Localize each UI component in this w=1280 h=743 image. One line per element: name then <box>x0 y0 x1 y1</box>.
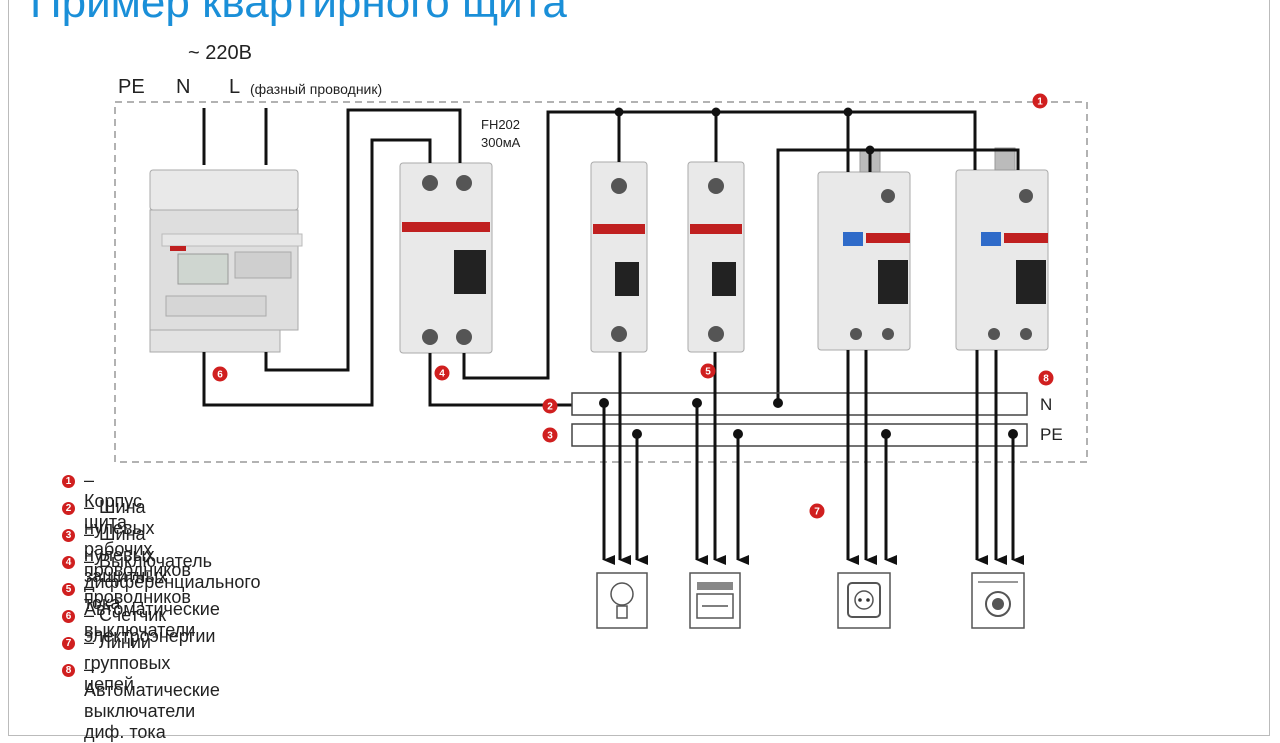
marker-1-icon: 1 <box>1032 93 1048 109</box>
l-input-label: L <box>229 76 241 98</box>
voltage-label: ~ 220В <box>188 42 252 64</box>
legend-text: – Корпус щита <box>84 470 143 532</box>
legend-text: – Шина нулевых защитных проводников <box>84 524 191 607</box>
rcbo-device-1 <box>817 149 911 351</box>
svg-text:4: 4 <box>439 369 445 380</box>
svg-text:5: 5 <box>705 367 711 378</box>
svg-text:8: 8 <box>1043 374 1049 385</box>
legend-marker: 4 <box>62 556 75 569</box>
legend-marker: 1 <box>62 475 75 488</box>
legend-marker: 3 <box>62 529 75 542</box>
wiring-diagram: 1 2 3 4 5 6 7 8 <box>114 93 1088 629</box>
legend-text: – Линии групповых цепей <box>84 632 171 694</box>
legend-text: – Шина нулевых рабочих проводников <box>84 497 191 580</box>
incoming-wires <box>202 108 268 165</box>
svg-text:1: 1 <box>1037 97 1043 108</box>
marker-4-icon: 4 <box>434 365 450 381</box>
rcd-rating-label: 300мА <box>481 135 521 150</box>
marker-7-icon: 7 <box>809 503 825 519</box>
rcbo-device-2 <box>955 147 1049 351</box>
marker-8-icon: 8 <box>1038 370 1054 386</box>
svg-text:3: 3 <box>547 431 553 442</box>
legend-marker: 7 <box>62 637 75 650</box>
bus-junctions <box>599 107 1018 439</box>
legend-text: – Автоматические выключатели <box>84 578 220 640</box>
legend-marker: 5 <box>62 583 75 596</box>
panel-enclosure <box>114 101 1088 463</box>
lamp-load-icon <box>596 572 648 629</box>
legend-text: – Счетчик электроэнергии <box>84 605 216 646</box>
legend-marker: 8 <box>62 664 75 677</box>
svg-text:6: 6 <box>217 370 223 381</box>
outgoing-lines <box>602 350 1024 565</box>
rcd-model-label: FH202 <box>481 117 521 132</box>
rcd-device <box>399 162 493 354</box>
circuit-breaker-1 <box>590 161 648 353</box>
marker-6-icon: 6 <box>212 366 228 382</box>
socket-load-icon <box>837 572 891 629</box>
svg-text:2: 2 <box>547 402 553 413</box>
phase-conductor-note: (фазный проводник) <box>250 81 383 97</box>
legend-text: – Выключатель дифференциального тока <box>84 551 261 613</box>
washer-load-icon <box>971 572 1025 629</box>
electricity-meter <box>149 169 303 353</box>
n-input-label: N <box>176 76 191 98</box>
appliance-load-icon <box>689 572 741 629</box>
marker-5-icon: 5 <box>700 363 716 379</box>
pe-bus-label: PE <box>1040 425 1063 444</box>
legend-marker: 2 <box>62 502 75 515</box>
n-bus <box>571 392 1028 416</box>
page-title: Пример квартирного щита <box>30 0 567 27</box>
panel-wiring <box>202 108 1020 407</box>
pe-input-label: PE <box>118 76 145 98</box>
marker-2-icon: 2 <box>542 398 558 414</box>
n-bus-label: N <box>1040 395 1053 414</box>
marker-3-icon: 3 <box>542 427 558 443</box>
circuit-breaker-2 <box>687 161 745 353</box>
pe-bus <box>571 423 1028 447</box>
legend-marker: 6 <box>62 610 75 623</box>
svg-text:7: 7 <box>814 507 820 518</box>
legend-text: – Автоматические выключатели диф. тока <box>84 659 220 742</box>
